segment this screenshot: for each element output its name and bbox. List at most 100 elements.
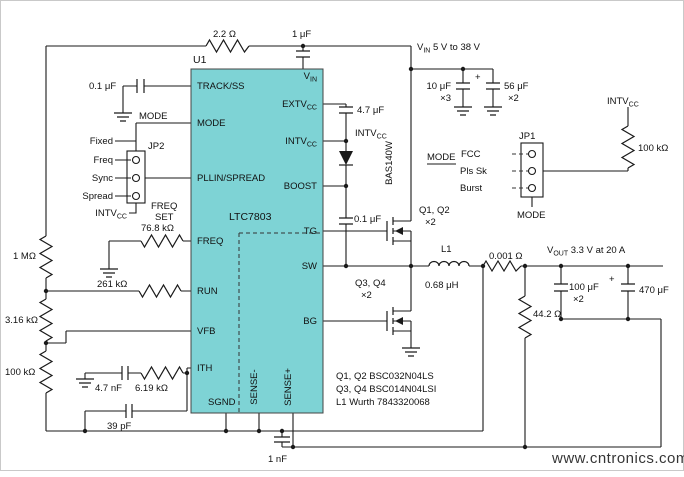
resistor-100k-feedback-label: 100 kΩ (5, 367, 35, 378)
jp1-pin-2 (527, 166, 537, 176)
note-q34-part: Q3, Q4 BSC014N04LSI (336, 384, 436, 395)
mode-option-fcc: FCC (461, 149, 481, 160)
note-l1-part: L1 Wurth 7843320068 (336, 397, 430, 408)
mosfet-q34-qty: ×2 (361, 290, 372, 301)
pin-label-vin: VIN (304, 71, 317, 84)
capacitor-0u1-boost-label: 0.1 μF (354, 214, 381, 225)
mode-net-label-right: MODE (427, 152, 456, 163)
mosfet-q12-qty: ×2 (425, 217, 436, 228)
watermark-text: www.cntronics.com (551, 450, 684, 467)
mosfet-q34-label: Q3, Q4 (355, 278, 386, 289)
pin-label-vfb: VFB (197, 326, 215, 337)
pin-label-freq: FREQ (197, 236, 223, 247)
mode-net-label-bottom: MODE (517, 210, 546, 221)
mode-option-burst: Burst (460, 183, 483, 194)
pin-label-sense-minus: SENSE- (249, 369, 260, 404)
mode-option-pulse-skip: Pls Sk (460, 166, 487, 177)
pin-label-extvcc: EXTVCC (282, 99, 317, 112)
mosfet-q12-label: Q1, Q2 (419, 205, 450, 216)
ic-body (190, 68, 324, 414)
pin-label-pllin-spread: PLLIN/SPREAD (197, 173, 265, 184)
mosfet-q1-q2: Q1, Q2 ×2 (386, 205, 450, 245)
capacitor-56uf-plus: + (475, 72, 481, 83)
diode-bas140w-label: BAS140W (384, 141, 395, 185)
jumper-jp2: JP2 Fixed Freq Sync Spread INTVCC MODE (82, 111, 167, 221)
vout-label: VOUT 3.3 V at 20 A (547, 245, 626, 258)
freq-set-label-3: 76.8 kΩ (141, 223, 174, 234)
mosfet-q3-q4: Q3, Q4 ×2 (355, 278, 403, 335)
pin-label-sw: SW (302, 261, 317, 272)
resistor-6k19-ith: 6.19 kΩ (135, 365, 184, 394)
resistor-100k-feedback: 100 kΩ (5, 350, 54, 394)
capacitor-10uf-label: 10 μF (427, 81, 452, 92)
jp2-option-sync: Sync (92, 173, 113, 184)
capacitor-100uf-qty: ×2 (573, 294, 584, 305)
capacitor-4n7-label: 4.7 nF (95, 383, 122, 394)
pin-label-track-ss: TRACK/SS (197, 81, 245, 92)
jp2-option-spread: Spread (82, 191, 113, 202)
pin-label-mode: MODE (197, 118, 226, 129)
diode-bas140w: BAS140W (339, 141, 395, 185)
jp2-intvcc-label: INTVCC (95, 208, 127, 221)
pin-label-ith: ITH (197, 363, 212, 374)
resistor-3k16-label: 3.16 kΩ (5, 315, 38, 326)
capacitor-100uf-label: 100 μF (569, 282, 599, 293)
net-flag-intvcc-mid: INTVCC (355, 128, 387, 141)
pin-label-intvcc: INTVCC (285, 136, 317, 149)
intvcc-net-label-top-right: INTVCC (607, 96, 639, 109)
inductor-l1: L1 0.68 μH (425, 244, 470, 291)
resistor-2r2-label: 2.2 Ω (213, 29, 236, 40)
resistor-0m001-sense: 0.001 Ω (482, 251, 523, 273)
resistor-76k8-freq-set: FREQ SET 76.8 kΩ (140, 201, 184, 249)
pin-label-tg: TG (304, 226, 317, 237)
jp2-pin-2 (131, 173, 141, 183)
pin-label-boost: BOOST (284, 181, 317, 192)
resistor-44r2-sense-filter: 44.2 Ω (517, 295, 561, 339)
pin-label-run: RUN (197, 286, 218, 297)
jp2-pin-1 (131, 155, 141, 165)
capacitor-1nf-label: 1 nF (268, 454, 287, 465)
note-q12-part: Q1, Q2 BSC032N04LS (336, 371, 434, 382)
jp1-pin-3 (527, 183, 537, 193)
wires (45, 45, 663, 448)
jp2-label: JP2 (148, 141, 164, 152)
jumper-jp1: JP1 FCC Pls Sk Burst MODE MODE INTVCC (427, 96, 639, 221)
capacitor-10uf-qty: ×3 (440, 93, 451, 104)
resistor-1m-uvlo: 1 MΩ (13, 235, 54, 279)
vin-source-label: VIN 5 V to 38 V (417, 42, 481, 55)
jp2-pin-3 (131, 191, 141, 201)
capacitor-plates (121, 50, 635, 443)
capacitor-0u1-trackss-label: 0.1 μF (89, 81, 116, 92)
capacitor-56uf-qty: ×2 (508, 93, 519, 104)
resistor-2r2-input-filter: 2.2 Ω (205, 29, 250, 54)
resistor-44r2-label: 44.2 Ω (533, 309, 561, 320)
jp1-label: JP1 (519, 131, 535, 142)
intvcc-net-label-mid: INTVCC (355, 128, 387, 141)
inductor-l1-value: 0.68 μH (425, 280, 459, 291)
capacitor-39pf-label: 39 pF (107, 421, 131, 432)
resistor-3k16-feedback: 3.16 kΩ (5, 298, 54, 342)
pin-label-sense-plus: SENSE+ (283, 368, 294, 406)
jp1-pin-1 (527, 149, 537, 159)
resistor-sense-label: 0.001 Ω (489, 251, 523, 262)
resistor-100k-mode-pullup: 100 kΩ (620, 125, 668, 169)
jp2-option-fixed: Fixed (90, 136, 113, 147)
resistor-1m-label: 1 MΩ (13, 251, 36, 262)
ic-refdes: U1 (193, 54, 207, 66)
freq-set-label-1: FREQ (151, 201, 177, 212)
resistor-261k-run: 261 kΩ (97, 279, 182, 299)
mode-net-label-left: MODE (139, 111, 168, 122)
resistor-100k-pullup-label: 100 kΩ (638, 143, 668, 154)
ground-symbols (76, 106, 502, 388)
freq-set-label-2: SET (155, 212, 174, 223)
junction-dots (43, 43, 631, 450)
pin-label-bg: BG (303, 316, 317, 327)
capacitor-470uf-label: 470 μF (639, 285, 669, 296)
ic-inner-dashed-region (238, 232, 323, 413)
pin-label-sgnd: SGND (208, 397, 236, 408)
capacitor-1uf-label: 1 μF (292, 29, 311, 40)
capacitor-4u7-label: 4.7 μF (357, 105, 384, 116)
inductor-l1-label: L1 (441, 244, 452, 255)
